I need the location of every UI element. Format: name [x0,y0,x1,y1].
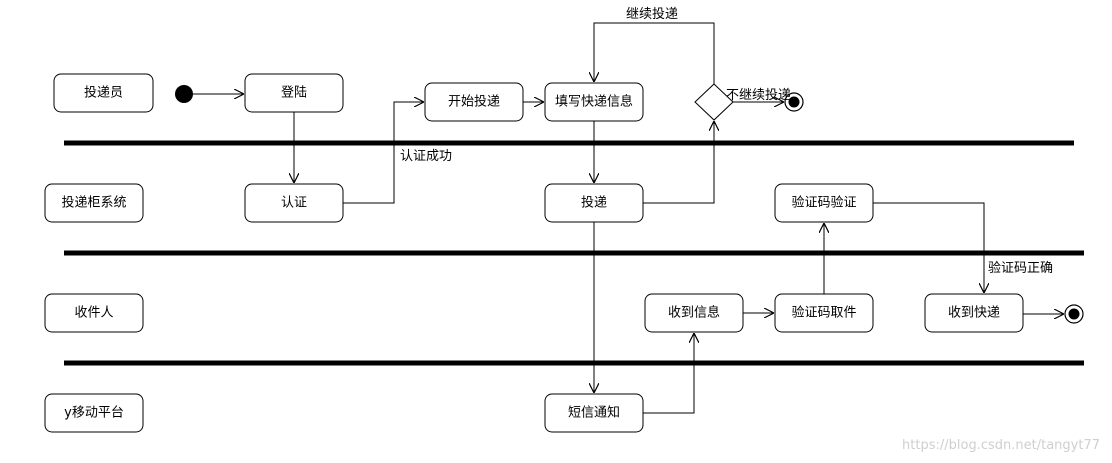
node-verify-code: 验证码验证 [774,183,874,223]
node-authenticate: 认证 [244,183,344,223]
decision-diamond [694,83,734,121]
node-receive-info: 收到信息 [644,293,744,333]
node-pickup-with-code: 验证码取件 [774,293,874,333]
edge-label-auth-ok: 认证成功 [400,149,452,164]
end-node-courier [784,92,804,112]
watermark-text: https://blog.csdn.net/tangyt77 [902,438,1100,453]
start-node [175,85,193,103]
lane-label-platform-text: y移动平台 [64,406,124,421]
node-start-delivery-text: 开始投递 [448,94,500,110]
edge-label-continue: 继续投递 [626,6,678,22]
node-deliver-text: 投递 [581,195,607,211]
node-sms-notify-text: 短信通知 [568,405,620,421]
edge-authenticate-to-start-delivery [343,102,424,204]
node-receive-parcel-text: 收到快递 [948,306,1000,321]
node-sms-notify: 短信通知 [544,393,644,433]
edge-label-stop: 不继续投递 [726,87,791,103]
node-fill-info: 填写快递信息 [544,82,644,122]
end-node-recipient [1064,304,1084,324]
node-fill-info-text: 填写快递信息 [555,94,633,110]
node-pickup-with-code-text: 验证码取件 [791,305,856,321]
edge-decision-continue [594,22,715,84]
node-login: 登陆 [244,73,344,113]
lane-label-courier-text: 投递员 [84,85,123,101]
edge-deliver-to-decision [643,121,714,204]
lane-label-recipient-text: 收件人 [74,306,113,321]
node-start-delivery: 开始投递 [424,82,524,122]
lane-label-locker-system-text: 投递柜系统 [61,195,126,211]
node-login-text: 登陆 [281,85,307,101]
node-verify-code-text: 验证码验证 [791,195,856,211]
lane-label-locker-system: 投递柜系统 [44,183,144,223]
node-receive-parcel: 收到快递 [924,293,1024,333]
lane-label-courier: 投递员 [53,73,154,113]
node-deliver: 投递 [544,183,644,223]
edge-verify-to-receive-parcel [873,202,984,293]
node-receive-info-text: 收到信息 [668,305,720,321]
edge-label-code-ok: 验证码正确 [988,260,1053,276]
edge-sms-to-receive-info [643,333,694,414]
node-authenticate-text: 认证 [281,196,307,211]
lane-label-platform: y移动平台 [44,393,144,433]
lane-label-recipient: 收件人 [44,293,144,333]
